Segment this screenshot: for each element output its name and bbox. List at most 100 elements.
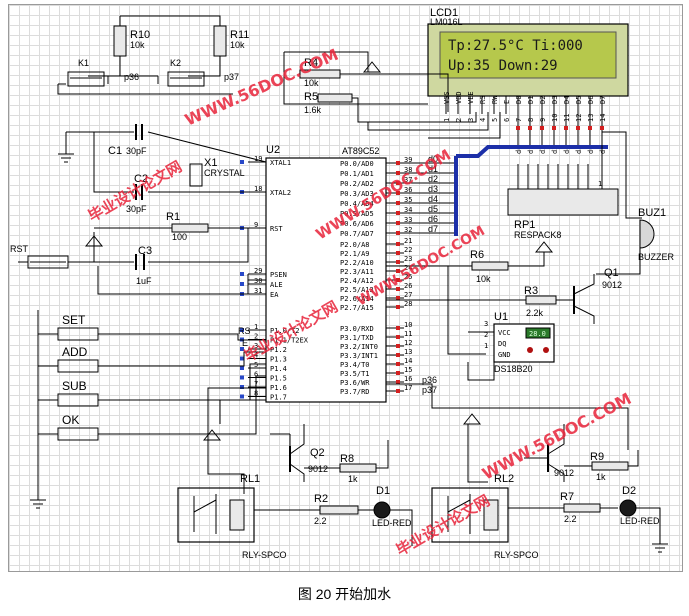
q1-part: 9012 [602, 280, 622, 290]
mcu-right-pin-number: 13 [404, 348, 412, 356]
mcu-left-pin-name: P1.0/T2 [270, 327, 300, 335]
resistor-r7 [563, 503, 601, 513]
d1-ref: D1 [376, 485, 390, 497]
sub-label: SUB [62, 379, 87, 393]
r3-ref: R3 [524, 285, 538, 297]
sensor-pin-dq: DQ [498, 340, 506, 348]
relay-drivers: Q2 9012 R8 1k 9012 R9 1k [202, 383, 639, 494]
r7-value: 2.2 [564, 514, 577, 524]
logic-probe [396, 287, 400, 291]
mcu-right-pin-number: 15 [404, 366, 412, 374]
mcu-right-pin-name: P0.1/AD1 [340, 170, 374, 178]
bus-net-label: d4 [428, 194, 438, 204]
lcd-module: Tp:27.5°C Ti:000 Up:35 Down:29 LCD1 LM01… [427, 7, 629, 154]
wire-r6-r3 [386, 252, 574, 301]
lcd-pin-name: RW [491, 95, 499, 104]
key-pullups: R10 10k R11 10k K1 p36 K2 p37 [57, 15, 249, 95]
switch-ok[interactable] [57, 427, 99, 441]
mcu-right-pin-name: P2.0/A8 [340, 241, 370, 249]
r6-value: 10k [476, 274, 491, 284]
wire-control-keys [38, 333, 266, 435]
bus-net-label: d2 [428, 174, 438, 184]
logic-probe [396, 305, 400, 309]
mcu-right-pin-name: P3.6/WR [340, 379, 370, 387]
logic-probe [396, 278, 400, 282]
mcu-ref: U2 [266, 144, 280, 156]
relay-rl1: RL1 RLY-SPCO R2 2.2 D1 LED-RED [177, 473, 413, 560]
rp1-part: RESPACK8 [514, 230, 561, 240]
mcu-right-pin-name: P2.1/A9 [340, 250, 370, 258]
ground-symbol-1 [58, 132, 74, 163]
sensor-pin-vcc: VCC [498, 329, 511, 337]
wire-oscillator [66, 131, 267, 193]
logic-probe [600, 126, 604, 130]
switch-add[interactable] [57, 359, 99, 373]
respack-body [507, 188, 619, 216]
bus-net-label: d6 [428, 214, 438, 224]
net-p36-label: p36 [422, 375, 437, 385]
lcd-bus-tap-label: d4 [563, 146, 571, 154]
mcu-right-pin-number: 36 [404, 186, 412, 194]
logic-probe [396, 269, 400, 273]
resistor-r9 [591, 461, 629, 471]
mcu-right-pin-name: P0.3/AD3 [340, 190, 374, 198]
sensor-u1: 28.0 VCC DQ GND 3 2 1 U1 DS18B20 [467, 311, 555, 381]
mcu-right-pin-name: P2.2/A10 [340, 259, 374, 267]
switch-sub[interactable] [57, 393, 99, 407]
switch-k1 [67, 71, 105, 87]
q3-part: 9012 [554, 468, 574, 478]
mcu-right-pin-name: P3.3/INT1 [340, 352, 378, 360]
rl2-part: RLY-SPCO [494, 550, 539, 560]
sensor-pinnum-1: 1 [484, 342, 488, 350]
buzzer: BUZ1 BUZZER [596, 207, 675, 275]
mcu-left-pin-name: ALE [270, 281, 283, 289]
switch-set[interactable] [57, 327, 99, 341]
mcu-right-pin-number: 26 [404, 282, 412, 290]
wire-q2-base [219, 399, 266, 424]
r4-value: 10k [304, 78, 319, 88]
mcu-right-pin-number: 10 [404, 321, 412, 329]
lcd-pin-name: VEE [467, 91, 475, 104]
relay-rl1-body [177, 487, 255, 543]
wire-d1-gnd [390, 509, 413, 546]
mcu-left-pin-number: 5 [254, 361, 258, 369]
control-keys: SET ADD SUB OK [30, 310, 266, 509]
mcu-right-pin-name: P3.5/T1 [340, 370, 370, 378]
logic-probe [528, 126, 532, 130]
wire-rl2-drive [467, 424, 488, 483]
relay-rl2: RL2 RLY-SPCO R7 2.2 D2 LED-RED [431, 473, 668, 560]
mcu-right-pin-number: 38 [404, 166, 412, 174]
lcd-pin-number: 11 [563, 114, 571, 122]
wire-key-commons [57, 76, 233, 95]
lcd-bus-tap-label: d3 [551, 146, 559, 154]
bus-net-label: d3 [428, 184, 438, 194]
power-symbol-1 [362, 61, 382, 73]
mcu-right-pin-number: 32 [404, 226, 412, 234]
q2-ref: Q2 [310, 447, 325, 459]
lcd-pin-name: VDD [455, 91, 463, 104]
logic-probe [396, 362, 400, 366]
sensor-button-2 [543, 347, 549, 353]
relay-rl2-coil [483, 499, 499, 531]
net-rs-label: RS [238, 326, 251, 336]
lcd-pin-number: 4 [479, 118, 487, 122]
mcu-right-pin-number: 22 [404, 246, 412, 254]
r9-value: 1k [596, 472, 606, 482]
buzzer-body [639, 219, 655, 249]
bus-net-label: d5 [428, 204, 438, 214]
lcd-pin-name: D5 [575, 96, 583, 104]
mcu-right-pin-name: P0.0/AD0 [340, 160, 374, 168]
buz1-ref: BUZ1 [638, 207, 666, 219]
logic-probe [240, 282, 244, 286]
mcu-right-pin-number: 11 [404, 330, 412, 338]
lcd-pin-number: 8 [527, 118, 535, 122]
resistor-r5 [317, 93, 353, 103]
mcu-left-pin-name: P1.1/T2EX [270, 337, 309, 345]
mcu-left-pin-name: EA [270, 291, 279, 299]
relay-rl1-contacts [193, 494, 217, 534]
r6-ref: R6 [470, 249, 484, 261]
logic-probe [240, 160, 244, 164]
mcu-right-pin-name: P3.1/TXD [340, 334, 374, 342]
lcd-line-2: Up:35 Down:29 [448, 58, 558, 74]
mcu-left-pin-name: XTAL2 [270, 189, 291, 197]
